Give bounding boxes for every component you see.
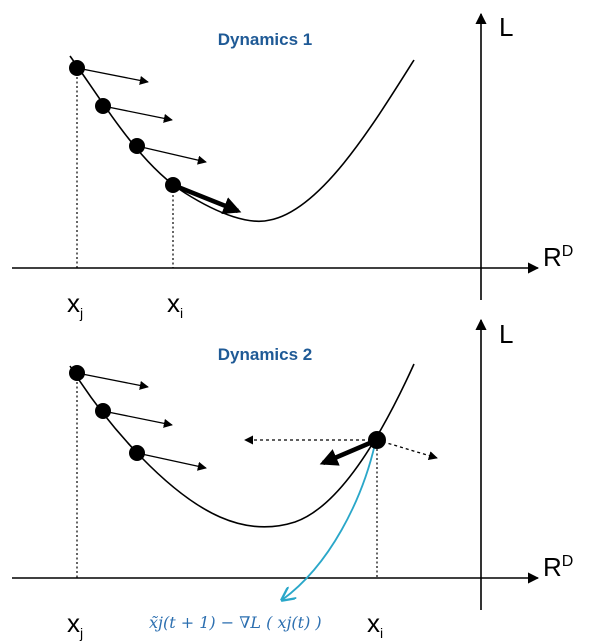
- panel-1-arrow-3: [136, 145, 207, 165]
- panel-2-point-1: [69, 365, 85, 381]
- panel-2-dashed-arrow-right: [376, 439, 438, 461]
- panel-1-loss-curve: [69, 55, 415, 223]
- panel-1-x-axis-label: RD: [543, 242, 573, 272]
- panel-1: Dynamics 1 L RD xj xi: [12, 12, 573, 321]
- panel-2-teal-arrow: [282, 443, 376, 600]
- panel-2-arrow-3: [136, 452, 207, 471]
- panel-1-tick-xi: xi: [167, 288, 183, 321]
- panel-2-arrow-2: [102, 410, 173, 428]
- panel-1-gradient-arrow: [172, 182, 242, 215]
- panel-2-loss-curve: [69, 363, 415, 528]
- panel-1-y-axis-label: L: [499, 12, 513, 42]
- panel-2-point-2: [95, 403, 111, 419]
- panel-2-tick-xi: xi: [367, 608, 383, 641]
- panel-1-point-3: [129, 138, 145, 154]
- panel-2-title: Dynamics 2: [218, 345, 313, 364]
- panel-2-gradient-arrow: [319, 437, 378, 466]
- panel-2-point-xi: [368, 431, 386, 449]
- panel-2-arrow-1: [76, 372, 149, 390]
- panel-1-title: Dynamics 1: [218, 30, 313, 49]
- panel-2-x-axis-label: RD: [543, 552, 573, 582]
- panel-1-arrow-2: [102, 105, 173, 123]
- panel-1-arrow-1: [76, 67, 149, 85]
- panel-2: Dynamics 2 L RD xj xi x̃j(t + 1) − ∇L (: [12, 318, 573, 641]
- panel-1-tick-xj: xj: [67, 288, 83, 321]
- panel-2-tick-xj: xj: [67, 608, 83, 641]
- panel-1-point-1: [69, 60, 85, 76]
- panel-2-y-axis-label: L: [499, 319, 513, 349]
- panel-2-point-3: [129, 445, 145, 461]
- panel-1-point-4: [165, 177, 181, 193]
- panel-1-point-2: [95, 98, 111, 114]
- panel-2-formula: x̃j(t + 1) − ∇L ( xj(t) ): [149, 613, 322, 632]
